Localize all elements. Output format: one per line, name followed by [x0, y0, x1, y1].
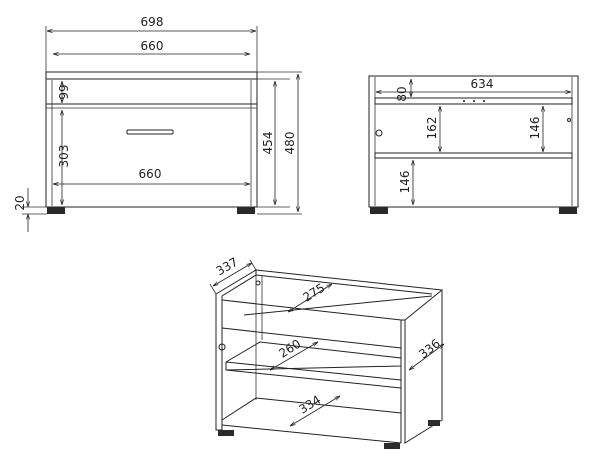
iso-inner-back	[243, 295, 433, 316]
iso-bottom-left	[221, 397, 257, 421]
iso-foot-back	[428, 420, 440, 426]
iso-bottom-back	[255, 397, 402, 414]
iso-middle-shelf-front-2	[225, 369, 402, 389]
isometric-view: 337 275 260 334 336	[209, 255, 444, 449]
front-foot-left	[47, 207, 65, 214]
dim-depth-top: 337	[214, 255, 241, 279]
back-top-rail	[374, 97, 573, 105]
back-view: 634 80 162 146 146	[368, 75, 579, 214]
back-foot-right	[559, 207, 577, 214]
back-hole-1	[463, 100, 465, 102]
back-cabinet-outline	[368, 75, 579, 208]
iso-middle-shelf-front	[225, 361, 402, 381]
iso-back-top-edge	[255, 269, 443, 291]
dim-line-260	[270, 342, 318, 370]
iso-foot-left	[218, 430, 234, 436]
iso-ext-line	[209, 283, 217, 295]
back-connector-right	[567, 118, 571, 122]
dim-middle-left: 162	[425, 117, 439, 140]
dim-lower-height: 303	[57, 145, 71, 168]
dim-inner-depth-top: 275	[300, 281, 327, 305]
back-connector-left	[375, 129, 383, 137]
dim-total-height: 480	[283, 132, 297, 155]
iso-middle-shelf	[225, 341, 402, 371]
dim-inner-width: 660	[141, 39, 164, 53]
iso-top-rail-front	[221, 299, 402, 321]
dim-bottom-left: 146	[398, 171, 412, 194]
iso-connector-top	[255, 280, 261, 286]
front-top-board	[45, 71, 258, 80]
front-foot-right	[237, 207, 255, 214]
front-cabinet-outline	[45, 78, 258, 208]
back-hole-3	[483, 100, 485, 102]
front-drawer-handle	[126, 129, 174, 135]
back-hole-2	[473, 100, 475, 102]
dim-back-inner-width: 634	[471, 77, 494, 91]
iso-back-top-inner	[255, 274, 433, 295]
dim-lower-width: 660	[139, 167, 162, 181]
dim-middle-right: 146	[528, 117, 542, 140]
dim-line-334	[290, 396, 340, 426]
iso-bottom-front	[221, 424, 402, 444]
dim-bottom-depth: 334	[296, 393, 323, 417]
dim-body-height: 454	[261, 132, 275, 155]
dim-line-336	[409, 344, 444, 370]
dim-line-337	[213, 263, 252, 286]
back-middle-shelf	[374, 152, 573, 159]
dim-foot-height: 20	[13, 195, 27, 210]
back-foot-left	[370, 207, 388, 214]
dim-overall-width: 698	[141, 15, 164, 29]
iso-ext-line	[249, 259, 257, 271]
front-view: 698 660 660 99 303 454 480 20	[13, 15, 302, 232]
dim-top-gap: 80	[395, 86, 409, 101]
dim-line-275	[288, 284, 332, 312]
dim-shelf-depth: 260	[276, 337, 303, 361]
iso-connector-left	[218, 343, 226, 351]
iso-top-rail-bottom	[221, 327, 402, 349]
dim-side-depth: 336	[416, 336, 443, 361]
iso-right-panel	[404, 288, 443, 444]
dim-drawer-height: 99	[57, 84, 71, 99]
iso-foot-right	[384, 443, 400, 449]
